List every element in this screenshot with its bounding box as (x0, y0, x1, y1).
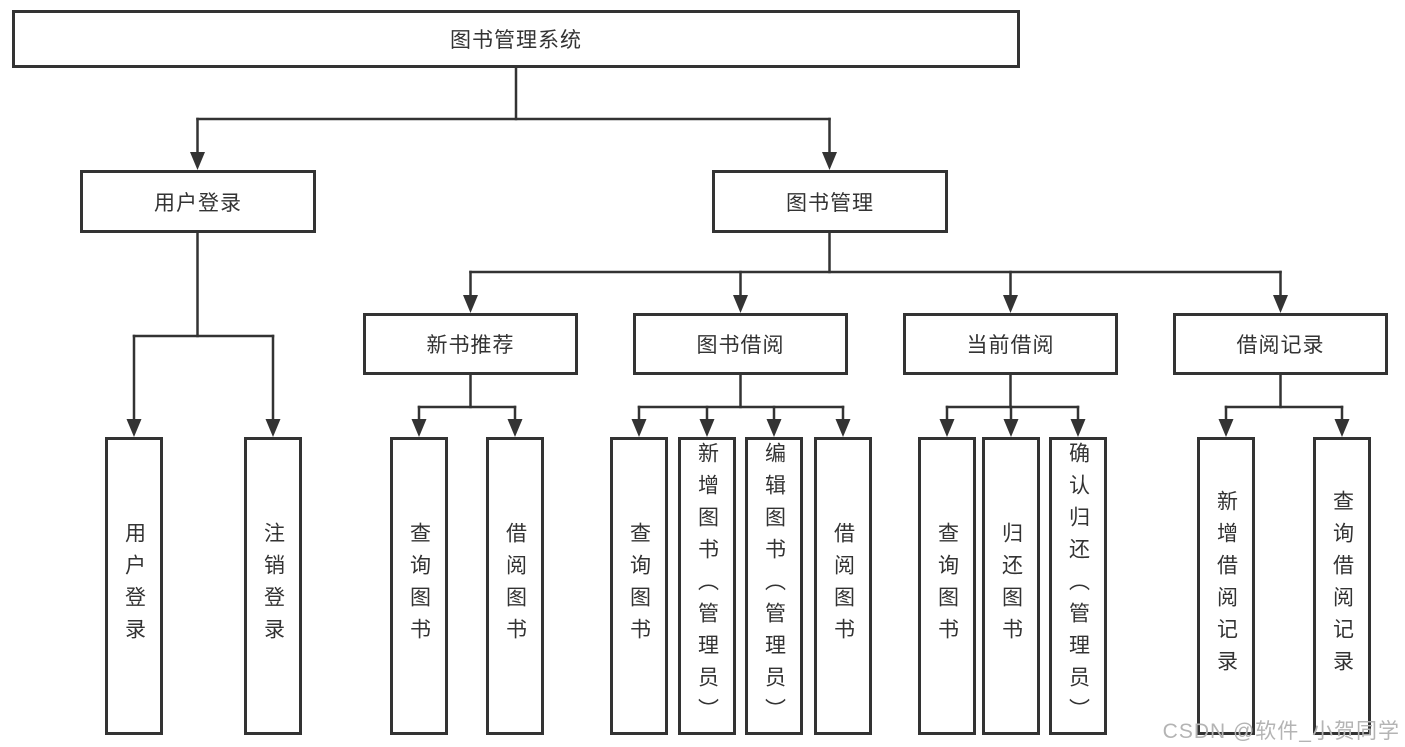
leaf-query-books-borrowing: 查询图书 (610, 437, 668, 735)
node-book-borrowing: 图书借阅 (633, 313, 848, 375)
node-book-management: 图书管理 (712, 170, 948, 233)
node-current-borrowing: 当前借阅 (903, 313, 1118, 375)
leaf-borrow-books-borrowing: 借阅图书 (814, 437, 872, 735)
leaf-query-books-recommend: 查询图书 (390, 437, 448, 735)
leaf-add-borrow-record: 新增借阅记录 (1197, 437, 1255, 735)
leaf-edit-book-admin: 编辑图书（管理员） (745, 437, 803, 735)
node-new-book-recommend: 新书推荐 (363, 313, 578, 375)
leaf-query-borrow-record: 查询借阅记录 (1313, 437, 1371, 735)
leaf-add-book-admin: 新增图书（管理员） (678, 437, 736, 735)
leaf-return-book: 归还图书 (982, 437, 1040, 735)
watermark: CSDN @软件_小贺同学 (1162, 720, 1400, 743)
node-root-library-system: 图书管理系统 (12, 10, 1020, 68)
leaf-borrow-books-recommend: 借阅图书 (486, 437, 544, 735)
node-user-login: 用户登录 (80, 170, 316, 233)
leaf-query-books-current: 查询图书 (918, 437, 976, 735)
leaf-user-login: 用户登录 (105, 437, 163, 735)
leaf-logout: 注销登录 (244, 437, 302, 735)
node-borrowing-records: 借阅记录 (1173, 313, 1388, 375)
leaf-confirm-return-admin: 确认归还（管理员） (1049, 437, 1107, 735)
